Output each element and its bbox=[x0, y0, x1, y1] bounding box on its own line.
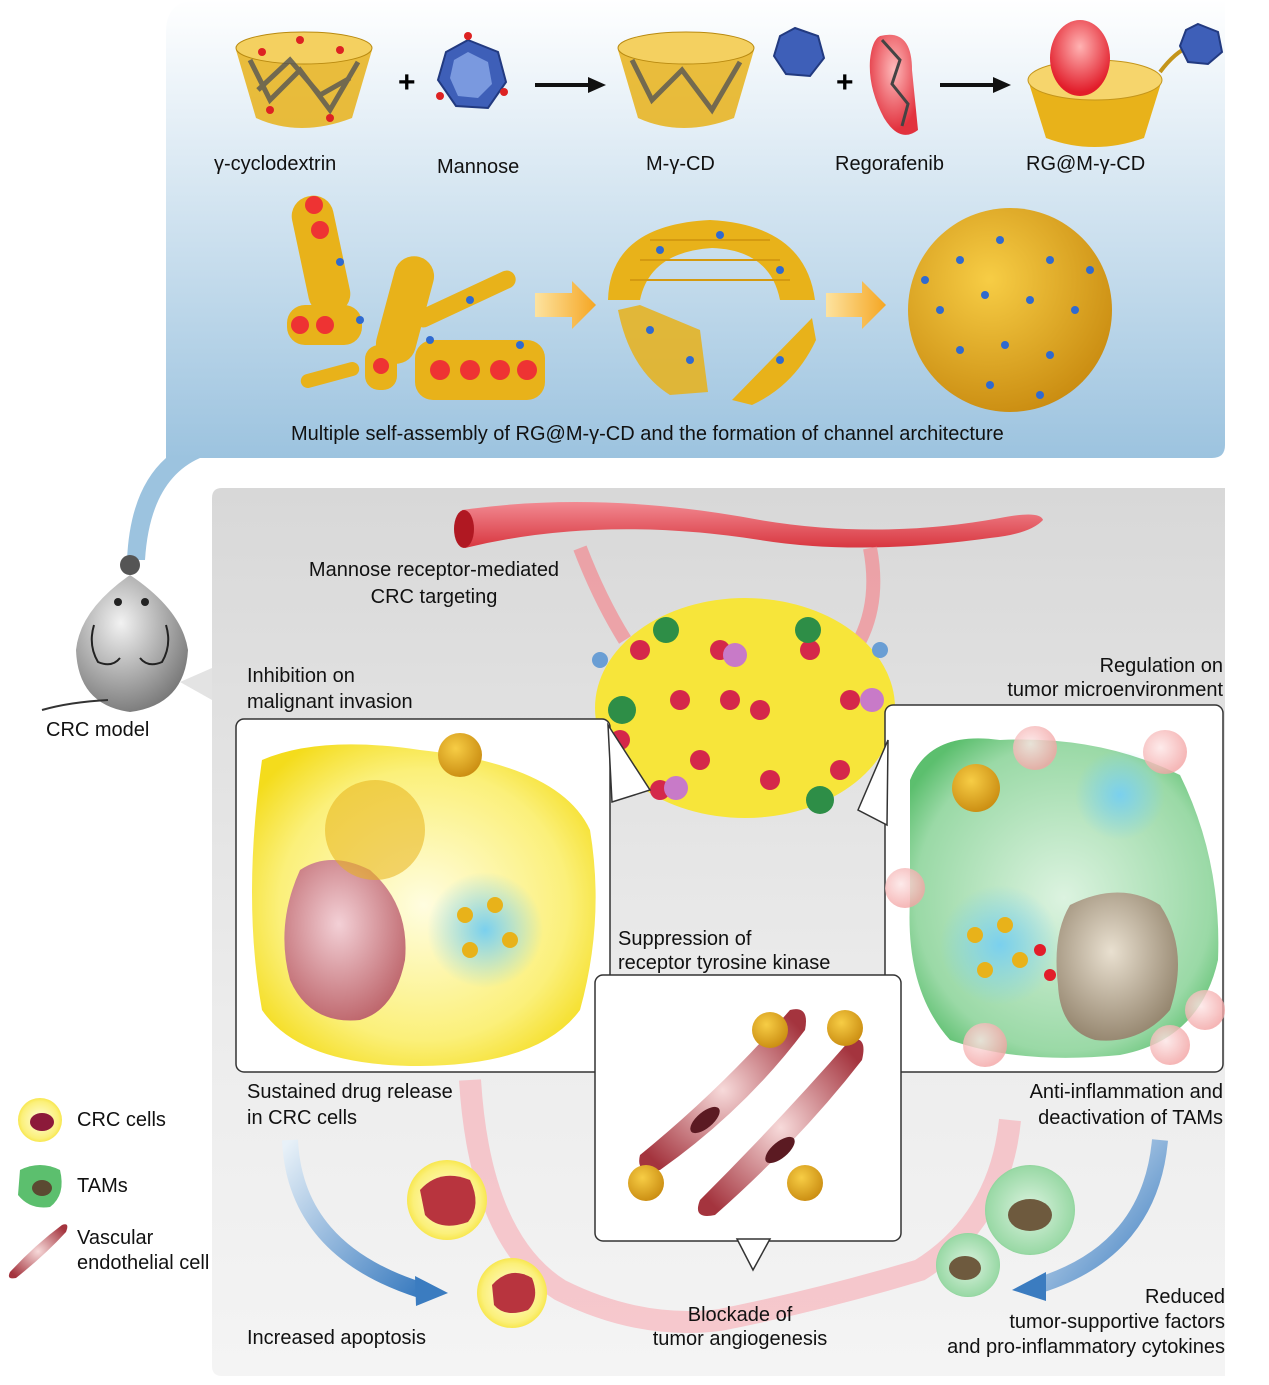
label-reduced-line3: and pro-inflammatory cytokines bbox=[947, 1336, 1225, 1358]
label-invasion-line1: Inhibition on bbox=[247, 665, 355, 687]
legend-label-tams: TAMs bbox=[77, 1175, 128, 1197]
label-crc-model: CRC model bbox=[46, 719, 150, 741]
mannose-icon bbox=[436, 32, 508, 110]
label-targeting-line2: CRC targeting bbox=[370, 586, 498, 608]
apoptotic-cells-icon bbox=[407, 1160, 547, 1328]
plus-sign-1: + bbox=[398, 66, 416, 99]
label-angio-line1: Blockade of bbox=[687, 1304, 793, 1326]
label-rg-m-gamma-cd: RG@M-γ-CD bbox=[1026, 153, 1146, 175]
label-reduced-line2: tumor-supportive factors bbox=[1009, 1311, 1225, 1333]
assembly-arrow-2 bbox=[826, 281, 886, 329]
assembly-caption: Multiple self-assembly of RG@M-γ-CD and … bbox=[291, 423, 1004, 445]
label-m-gamma-cd: M-γ-CD bbox=[646, 153, 715, 175]
label-angio-line2: tumor angiogenesis bbox=[652, 1328, 828, 1350]
deactivated-tams-icon bbox=[936, 1165, 1075, 1297]
legend-crc-cell-icon bbox=[18, 1098, 62, 1142]
label-antiinflam-line2: deactivation of TAMs bbox=[1038, 1107, 1223, 1129]
label-invasion-line2: malignant invasion bbox=[247, 691, 413, 713]
tumor-mass-icon bbox=[592, 598, 895, 818]
stacked-columns-icon bbox=[287, 195, 545, 400]
m-gamma-cd-icon bbox=[617, 26, 826, 128]
label-reduced-line1: Reduced bbox=[1144, 1286, 1225, 1308]
mouse-model-icon bbox=[41, 555, 188, 712]
label-release-line2: in CRC cells bbox=[247, 1107, 358, 1129]
label-gamma-cyclodextrin: γ-cyclodextrin bbox=[214, 153, 337, 175]
channel-hemisphere-icon bbox=[608, 220, 816, 405]
label-regorafenib: Regorafenib bbox=[835, 153, 944, 175]
label-apoptosis: Increased apoptosis bbox=[247, 1327, 427, 1349]
label-release-line1: Sustained drug release bbox=[247, 1081, 453, 1103]
legend-endothelial-icon bbox=[8, 1224, 68, 1279]
blood-vessel-top bbox=[454, 502, 1043, 644]
apoptosis-arrow bbox=[282, 1139, 423, 1298]
label-tme-line1: Regulation on bbox=[1099, 655, 1223, 677]
legend-label-crc-cells: CRC cells bbox=[77, 1109, 166, 1131]
plus-sign-2: + bbox=[836, 66, 854, 99]
reaction-arrow-1 bbox=[535, 77, 606, 93]
rg-m-gamma-cd-icon bbox=[1027, 20, 1224, 147]
reduced-factors-arrow bbox=[1037, 1139, 1168, 1293]
endothelial-cells-detail bbox=[628, 1009, 864, 1216]
mouse-pointer-wedge bbox=[180, 668, 212, 700]
gamma-cyclodextrin-icon bbox=[235, 31, 373, 128]
assembled-sphere-icon bbox=[908, 208, 1112, 412]
angiogenesis-callout-tail bbox=[735, 1238, 772, 1272]
assembly-arrow-1 bbox=[535, 281, 596, 329]
label-mannose: Mannose bbox=[437, 156, 520, 178]
label-rtk-line2: receptor tyrosine kinase bbox=[618, 952, 831, 974]
apoptosis-arrowhead bbox=[415, 1276, 448, 1306]
tam-cell-detail bbox=[885, 726, 1225, 1067]
reduced-factors-arrowhead bbox=[1012, 1272, 1046, 1301]
panel-mouse-connector bbox=[127, 458, 200, 560]
crc-cell-detail bbox=[252, 733, 596, 1066]
regorafenib-icon bbox=[869, 34, 918, 135]
invasion-callout-tail bbox=[607, 722, 652, 804]
label-tme-line2: tumor microenvironment bbox=[1007, 679, 1223, 701]
label-targeting-line1: Mannose receptor-mediated bbox=[308, 559, 560, 581]
reaction-arrow-2 bbox=[940, 77, 1011, 93]
label-antiinflam-line1: Anti-inflammation and bbox=[1029, 1081, 1223, 1103]
label-rtk-line1: Suppression of bbox=[618, 928, 752, 950]
legend-label-vascular-line1: Vascular bbox=[77, 1227, 154, 1249]
tme-callout-tail bbox=[857, 739, 889, 827]
legend-label-vascular-line2: endothelial cell bbox=[77, 1252, 210, 1274]
legend-tam-icon bbox=[18, 1165, 62, 1208]
